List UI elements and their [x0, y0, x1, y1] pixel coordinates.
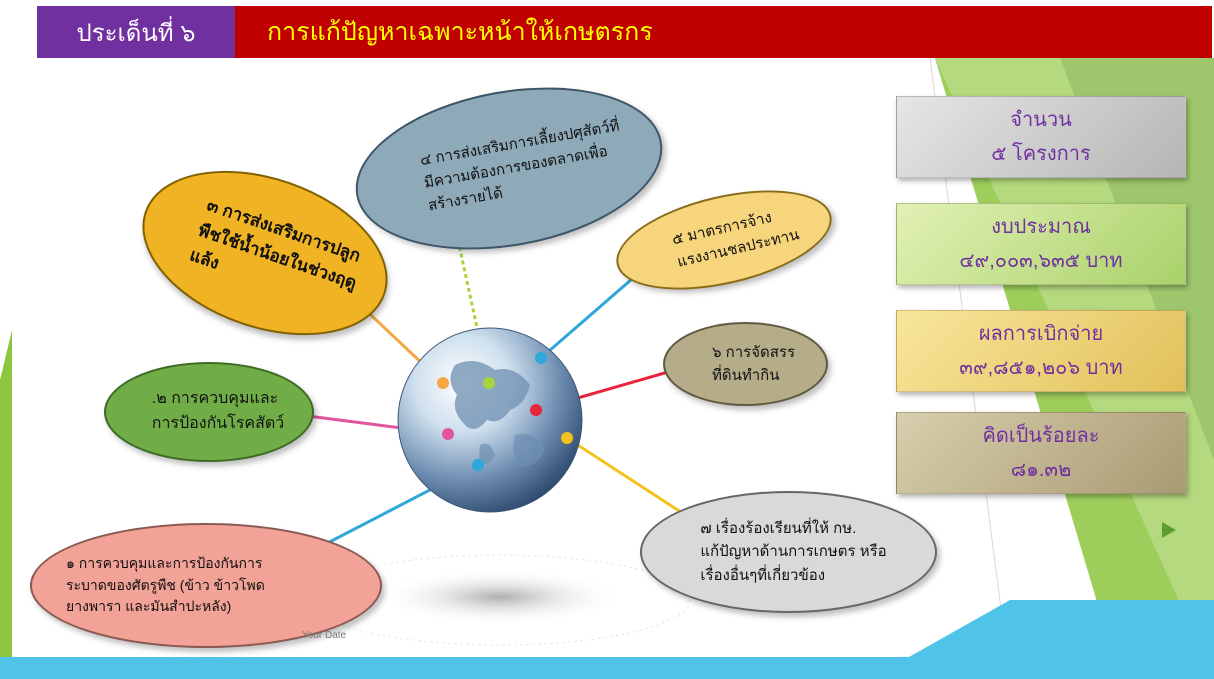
topic-6-line-2: ที่ดินทำกิน — [711, 367, 780, 384]
globe-icon — [397, 327, 583, 513]
topic-bubble-2: .๒ การควบคุมและ การป้องกันโรคสัตว์ — [104, 362, 314, 462]
stat-disbursed-label: ผลการเบิกจ่าย — [978, 323, 1104, 345]
topic-2-line-1: .๒ การควบคุมและ — [151, 390, 279, 408]
topic-6-line-1: ๖ การจัดสรร — [711, 343, 796, 361]
topic-7-line-1: ๗ เรื่องร้องเรียนที่ให้ กษ. — [700, 520, 857, 538]
stat-budget-value: ๔๙,๐๐๓,๖๓๕ บาท — [959, 250, 1123, 272]
stat-percent-value: ๘๑.๓๒ — [1010, 459, 1072, 481]
stat-count-value: ๕ โครงการ — [991, 143, 1091, 165]
topic-1-line-2: ระบาดของศัตรูพืช (ข้าว ข้าวโพด — [66, 576, 265, 593]
stat-disbursed-value: ๓๙,๘๕๑,๒๐๖ บาท — [959, 357, 1123, 379]
stat-count-label: จำนวน — [1010, 109, 1072, 131]
stat-budget-label: งบประมาณ — [991, 216, 1091, 238]
stat-percent-label: คิดเป็นร้อยละ — [982, 425, 1100, 447]
stat-percent: คิดเป็นร้อยละ ๘๑.๓๒ — [896, 412, 1186, 494]
topic-bubble-7: ๗ เรื่องร้องเรียนที่ให้ กษ. แก้ปัญหาด้าน… — [640, 491, 937, 613]
play-arrow-icon — [1162, 522, 1176, 538]
slide-title: การแก้ปัญหาเฉพาะหน้าให้เกษตรกร — [235, 6, 1212, 58]
stat-budget: งบประมาณ ๔๙,๐๐๓,๖๓๕ บาท — [896, 203, 1186, 285]
topic-2-line-2: การป้องกันโรคสัตว์ — [151, 415, 285, 432]
topic-bubble-1: ๑ การควบคุมและการป้องกันการ ระบาดของศัตร… — [30, 523, 382, 648]
topic-bubble-6: ๖ การจัดสรร ที่ดินทำกิน — [663, 322, 828, 406]
topic-1-line-3: ยางพารา และมันสำปะหลัง) — [66, 598, 232, 615]
topic-7-line-2: แก้ปัญหาด้านการเกษตร หรือ — [700, 543, 887, 561]
stat-disbursed: ผลการเบิกจ่าย ๓๙,๘๕๑,๒๐๖ บาท — [896, 310, 1186, 392]
stat-project-count: จำนวน ๕ โครงการ — [896, 96, 1186, 178]
topic-7-line-3: เรื่องอื่นๆที่เกี่ยวข้อง — [700, 566, 826, 584]
date-placeholder: Your Date — [302, 630, 347, 641]
topic-1-line-1: ๑ การควบคุมและการป้องกันการ — [66, 554, 263, 571]
issue-label: ประเด็นที่ ๖ — [37, 6, 235, 58]
